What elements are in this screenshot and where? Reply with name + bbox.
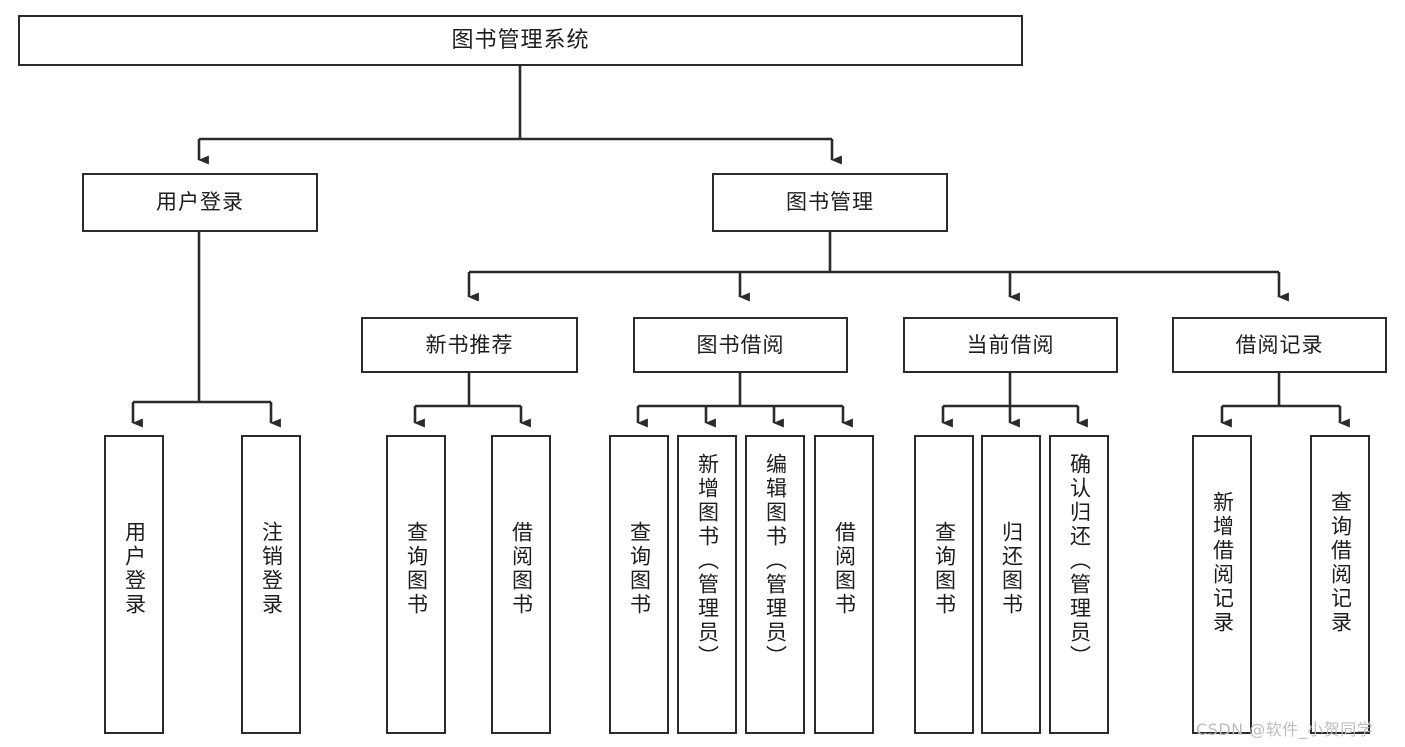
node-label: 借阅图书 [832,521,857,617]
node-label: 当前借阅 [966,332,1055,357]
node-label: 新书推荐 [425,332,514,357]
node-label: 借阅记录 [1235,332,1324,357]
node-label: 新增借阅记录 [1210,491,1235,635]
node-label: 查询图书 [404,521,429,617]
node-label: 查询图书 [932,521,957,617]
node-label: 归还图书 [999,521,1024,617]
node-label: 注销登录 [259,521,284,617]
leaf-edit-book-admin[interactable]: 编辑图书（管理员） [745,435,805,734]
node-label: 图书管理系统 [451,27,590,53]
leaf-user-login[interactable]: 用户登录 [104,435,164,734]
node-label: 查询图书 [627,521,652,617]
node-label: 图书借阅 [696,332,785,357]
leaf-query-books-borrowing[interactable]: 查询图书 [609,435,669,734]
node-label: 编辑图书（管理员） [763,453,788,669]
leaf-add-borrow-record[interactable]: 新增借阅记录 [1192,435,1252,734]
node-root-system[interactable]: 图书管理系统 [18,15,1023,66]
node-label: 确认归还（管理员） [1067,453,1092,669]
leaf-query-borrow-record[interactable]: 查询借阅记录 [1310,435,1370,734]
csdn-watermark: CSDN @软件_小贺同学 [1196,720,1374,739]
node-book-management[interactable]: 图书管理 [712,173,948,232]
node-label: 用户登录 [122,521,147,617]
node-user-login[interactable]: 用户登录 [82,173,318,232]
leaf-logout[interactable]: 注销登录 [241,435,301,734]
node-new-book-recommendation[interactable]: 新书推荐 [361,317,578,373]
leaf-query-books-recommendation[interactable]: 查询图书 [386,435,446,734]
node-label: 新增图书（管理员） [695,453,720,669]
node-label: 查询借阅记录 [1328,491,1353,635]
leaf-confirm-return-admin[interactable]: 确认归还（管理员） [1049,435,1109,734]
node-book-borrowing[interactable]: 图书借阅 [633,317,848,373]
leaf-borrow-books-recommendation[interactable]: 借阅图书 [491,435,551,734]
node-current-borrowing[interactable]: 当前借阅 [903,317,1118,373]
node-label: 借阅图书 [509,521,534,617]
leaf-query-books-current[interactable]: 查询图书 [914,435,974,734]
node-borrowing-records[interactable]: 借阅记录 [1172,317,1387,373]
leaf-return-books[interactable]: 归还图书 [981,435,1041,734]
node-label: 用户登录 [156,190,244,215]
leaf-borrow-books-borrowing[interactable]: 借阅图书 [814,435,874,734]
leaf-add-book-admin[interactable]: 新增图书（管理员） [677,435,737,734]
node-label: 图书管理 [786,190,874,215]
